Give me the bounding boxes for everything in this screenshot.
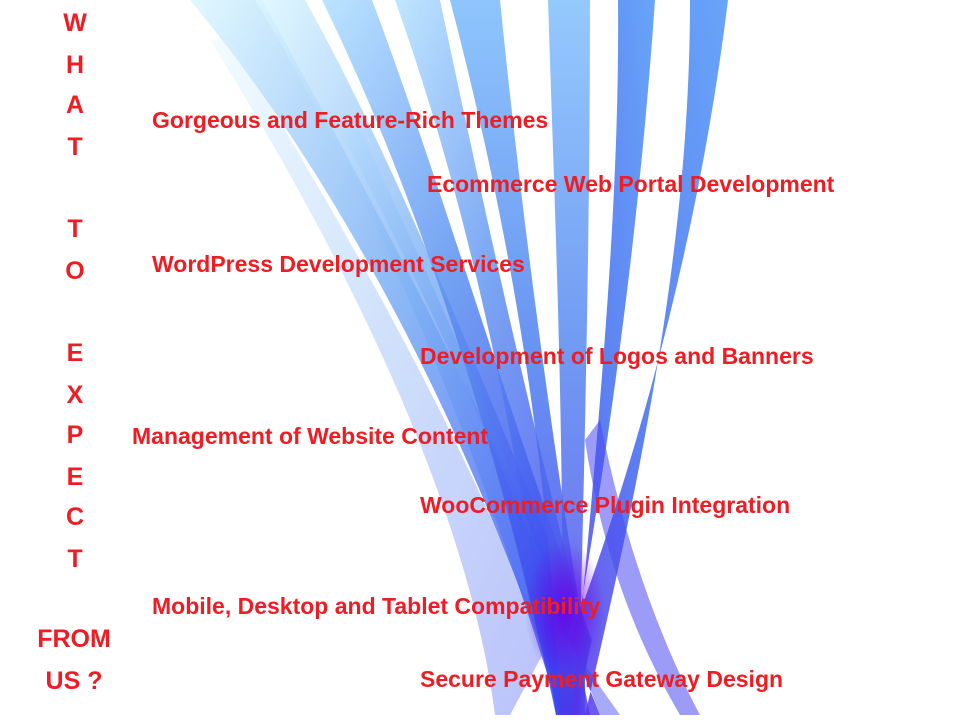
heading-letter: E xyxy=(66,339,84,367)
ribbon-6 xyxy=(548,0,590,715)
heading-letter: E xyxy=(66,463,84,491)
heading-letter: T xyxy=(67,133,83,161)
ribbon-2 xyxy=(255,0,590,715)
heading-letter: T xyxy=(67,545,83,573)
heading-letter: O xyxy=(65,257,85,285)
ribbon-11 xyxy=(585,420,700,715)
service-item: Management of Website Content xyxy=(132,423,489,449)
ribbon-4 xyxy=(395,0,588,715)
ribbon-10 xyxy=(210,40,545,715)
service-item: Gorgeous and Feature-Rich Themes xyxy=(152,107,549,133)
heading-letter: H xyxy=(65,51,85,79)
heading-letter: X xyxy=(66,381,84,409)
ribbon-focus-glow xyxy=(525,540,605,680)
ribbon-3 xyxy=(322,0,592,715)
service-item: Mobile, Desktop and Tablet Compatibility xyxy=(152,593,601,619)
service-item: Secure Payment Gateway Design xyxy=(420,666,784,692)
service-item: Ecommerce Web Portal Development xyxy=(427,171,835,197)
closing-us: US ? xyxy=(45,667,103,695)
heading-letter: A xyxy=(65,91,85,119)
ribbon-7 xyxy=(572,0,655,715)
ribbon-5 xyxy=(450,0,585,715)
service-item: Development of Logos and Banners xyxy=(420,343,814,369)
service-item: WooCommerce Plugin Integration xyxy=(420,492,791,518)
heading-letter: T xyxy=(67,215,83,243)
closing-from: FROM xyxy=(37,625,111,653)
heading-letter: W xyxy=(63,9,87,37)
heading-letter: C xyxy=(65,503,85,531)
heading-letter: P xyxy=(66,421,84,449)
service-item: WordPress Development Services xyxy=(152,251,525,277)
